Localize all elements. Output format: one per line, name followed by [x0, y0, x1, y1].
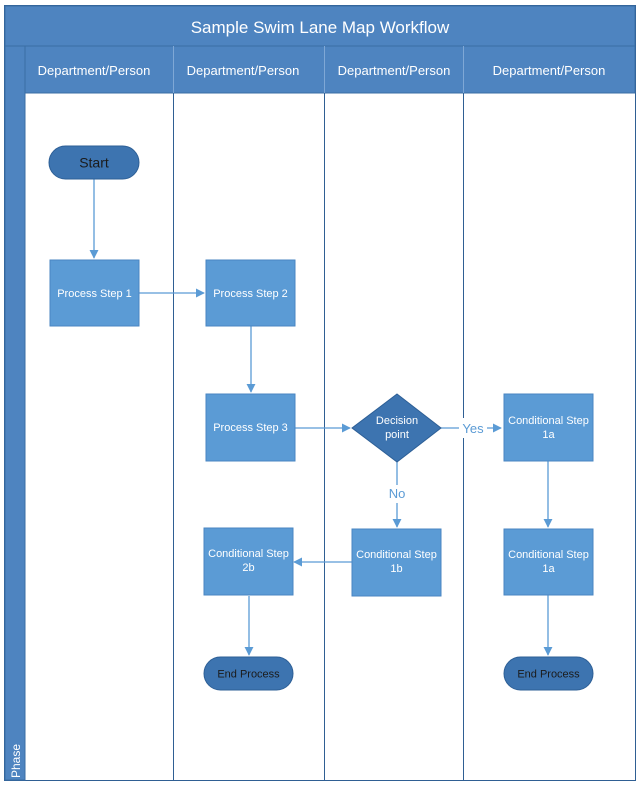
process-step-1-label: Process Step 1: [57, 288, 132, 300]
yes-label-bg: [459, 418, 487, 438]
edge-label-no: No: [389, 486, 406, 501]
start-node: Start: [48, 145, 140, 180]
diagram-frame: [4, 5, 636, 781]
decision-label-line1: Decision: [376, 415, 418, 427]
conditional-step-1a-top-node: Conditional Step 1a: [503, 393, 594, 462]
edge-label-yes: Yes: [462, 421, 484, 436]
lane-header-row: [24, 45, 636, 94]
end-process-left-node: End Process: [203, 656, 294, 691]
conditional-step-1a-bottom-label-line2: 1a: [542, 563, 555, 575]
conditional-step-1b-node: Conditional Step 1b: [351, 528, 442, 597]
conditional-step-1a-bottom-node: Conditional Step 1a: [503, 528, 594, 596]
lane-header-2: Department/Person: [187, 63, 300, 78]
end-process-right-label: End Process: [517, 669, 580, 681]
start-node-label: Start: [79, 155, 109, 171]
conditional-step-1b-label-line2: 1b: [390, 563, 402, 575]
lane-header-1: Department/Person: [38, 63, 151, 78]
conditional-step-2b-node: Conditional Step 2b: [203, 527, 294, 596]
conditional-step-1a-top-label-line1: Conditional Step: [508, 415, 589, 427]
phase-label: Phase: [9, 744, 23, 778]
decision-label-line2: point: [385, 429, 409, 441]
process-step-3-node: Process Step 3: [205, 393, 296, 462]
process-step-3-label: Process Step 3: [213, 422, 288, 434]
end-process-right-node: End Process: [503, 656, 594, 691]
process-step-1-node: Process Step 1: [49, 259, 140, 327]
conditional-step-2b-label-line1: Conditional Step: [208, 548, 289, 560]
lane-header-3: Department/Person: [338, 63, 451, 78]
decision-node: Decision point: [351, 393, 442, 463]
process-step-2-label: Process Step 2: [213, 288, 288, 300]
lane-header-4: Department/Person: [493, 63, 606, 78]
conditional-step-1b-label-line1: Conditional Step: [356, 549, 437, 561]
title-bar: [4, 5, 636, 47]
no-label-bg: [386, 485, 408, 503]
diagram-title: Sample Swim Lane Map Workflow: [191, 18, 450, 37]
conditional-step-1a-top-label-line2: 1a: [542, 429, 555, 441]
end-process-left-label: End Process: [217, 669, 280, 681]
phase-column: [4, 45, 26, 781]
conditional-step-1a-bottom-label-line1: Conditional Step: [508, 549, 589, 561]
process-step-2-node: Process Step 2: [205, 259, 296, 327]
conditional-step-2b-label-line2: 2b: [242, 562, 254, 574]
